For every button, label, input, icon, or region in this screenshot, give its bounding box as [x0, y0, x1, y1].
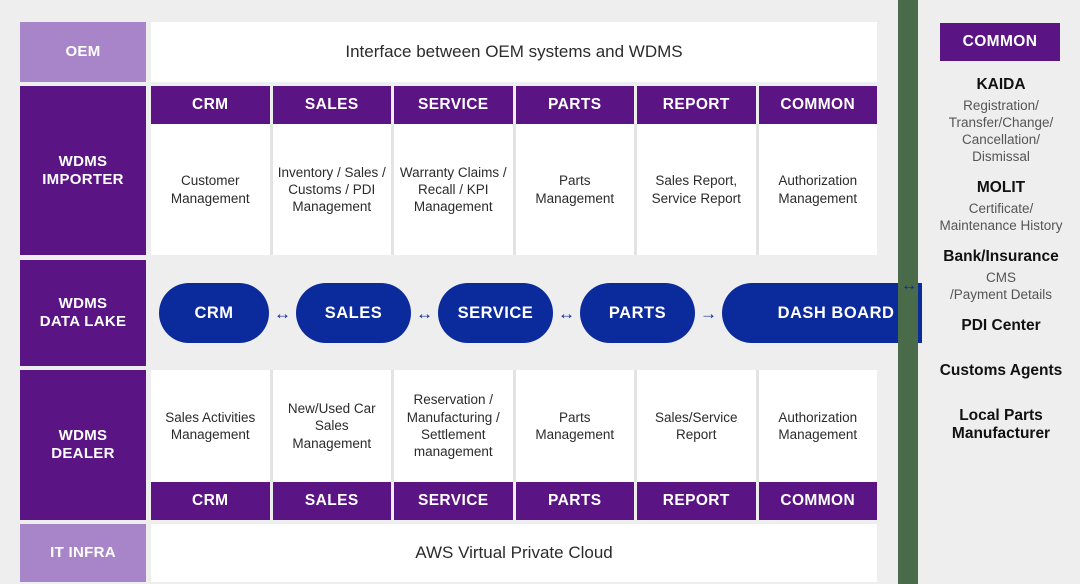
row-wdms-dealer: WDMS DEALER Sales Activities Management …: [20, 370, 877, 520]
cell-separator: [634, 370, 637, 482]
row-it-infra: IT INFRA AWS Virtual Private Cloud: [20, 524, 877, 582]
stakeholder-subtitle: Certificate/Maintenance History: [939, 200, 1063, 233]
column-footer-sales[interactable]: SALES: [272, 482, 391, 520]
column-separator: [391, 482, 394, 520]
stakeholder-subtitle: CMS/Payment Details: [949, 269, 1053, 302]
cell-dealer-service: Reservation / Manufacturing / Settlement…: [394, 370, 513, 482]
column-footer-report[interactable]: REPORT: [637, 482, 756, 520]
importer-cell-strip: Customer Management Inventory / Sales / …: [151, 124, 877, 255]
connector-service-parts: ↔: [558, 303, 575, 323]
cell-dealer-report: Sales/Service Report: [637, 370, 756, 482]
stakeholder-subtitle: Registration/Transfer/Change/Cancellatio…: [948, 97, 1054, 164]
column-separator: [634, 86, 637, 124]
oem-interface-banner: Interface between OEM systems and WDMS: [151, 22, 877, 82]
stakeholder-title: PDI Center: [961, 316, 1041, 334]
row-label-it-infra: IT INFRA: [20, 524, 146, 582]
cell-importer-service: Warranty Claims / Recall / KPI Managemen…: [394, 124, 513, 255]
column-header-crm[interactable]: CRM: [151, 86, 270, 124]
stakeholder-item-molit[interactable]: MOLIT Certificate/Maintenance History: [922, 179, 1080, 234]
importer-header-strip: CRM SALES SERVICE PARTS REPORT COMMON: [151, 86, 877, 124]
dealer-header-strip: CRM SALES SERVICE PARTS REPORT COMMON: [151, 482, 877, 520]
dealer-cell-strip: Sales Activities Management New/Used Car…: [151, 370, 877, 482]
row-label-line2: DEALER: [51, 445, 115, 462]
connector-parts-dashboard: →: [700, 303, 717, 323]
cell-separator: [269, 370, 273, 482]
cell-importer-sales: Inventory / Sales / Customs / PDI Manage…: [272, 124, 391, 255]
importer-column-stack: CRM SALES SERVICE PARTS REPORT COMMON Cu…: [151, 86, 877, 255]
node-sales[interactable]: SALES: [296, 283, 411, 343]
column-header-sales[interactable]: SALES: [272, 86, 391, 124]
column-footer-crm[interactable]: CRM: [151, 482, 270, 520]
cell-separator: [755, 124, 759, 255]
column-header-report[interactable]: REPORT: [637, 86, 756, 124]
cell-separator: [269, 124, 273, 255]
connector-crm-sales: ↔: [274, 303, 291, 323]
column-separator: [755, 86, 759, 124]
stakeholder-item-customs-agents[interactable]: Customs Agents: [922, 362, 1080, 381]
cell-separator: [391, 124, 394, 255]
row-wdms-importer: WDMS IMPORTER CRM SALES SERVICE PARTS RE…: [20, 86, 877, 255]
row-label-line2: DATA LAKE: [39, 313, 127, 330]
connector-datalake-external: ↔: [901, 277, 917, 294]
node-parts[interactable]: PARTS: [580, 283, 695, 343]
architecture-matrix: OEM Interface between OEM systems and WD…: [20, 22, 956, 582]
node-service[interactable]: SERVICE: [438, 283, 553, 343]
cell-separator: [634, 124, 637, 255]
row-label-wdms-data-lake: WDMS DATA LAKE: [20, 260, 146, 366]
column-separator: [755, 482, 759, 520]
row-label-line1: WDMS: [58, 152, 108, 170]
column-separator: [512, 482, 516, 520]
column-footer-parts[interactable]: PARTS: [515, 482, 634, 520]
column-footer-common[interactable]: COMMON: [758, 482, 877, 520]
sidebar-common-button[interactable]: COMMON: [940, 23, 1060, 61]
cell-dealer-crm: Sales Activities Management: [151, 370, 270, 482]
row-label-line2: IMPORTER: [42, 170, 124, 188]
column-header-service[interactable]: SERVICE: [394, 86, 513, 124]
stakeholder-title: Bank/Insurance: [943, 247, 1059, 265]
cell-importer-crm: Customer Management: [151, 124, 270, 255]
stakeholder-item-pdi-center[interactable]: PDI Center: [922, 317, 1080, 336]
cell-separator: [391, 370, 394, 482]
row-label-line1: WDMS: [58, 427, 108, 445]
cell-separator: [512, 124, 516, 255]
data-lake-flow: CRM ↔ SALES ↔ SERVICE ↔ PARTS → DASH BOA…: [151, 260, 956, 366]
column-separator: [269, 482, 273, 520]
column-header-common[interactable]: COMMON: [758, 86, 877, 124]
it-infra-banner: AWS Virtual Private Cloud: [151, 524, 877, 582]
column-separator: [269, 86, 273, 124]
node-crm[interactable]: CRM: [159, 283, 269, 343]
column-footer-service[interactable]: SERVICE: [394, 482, 513, 520]
stakeholder-list: KAIDA Registration/Transfer/Change/Cance…: [922, 76, 1080, 458]
row-oem: OEM Interface between OEM systems and WD…: [20, 22, 877, 82]
stakeholder-item-kaida[interactable]: KAIDA Registration/Transfer/Change/Cance…: [922, 76, 1080, 165]
stakeholder-title: KAIDA: [976, 76, 1026, 93]
connector-sales-service: ↔: [416, 303, 433, 323]
stakeholder-item-bank-insurance[interactable]: Bank/Insurance CMS/Payment Details: [922, 248, 1080, 303]
dealer-column-stack: Sales Activities Management New/Used Car…: [151, 370, 877, 520]
cell-importer-parts: Parts Management: [515, 124, 634, 255]
row-label-line1: WDMS: [58, 295, 108, 313]
cell-importer-common: Authorization Management: [758, 124, 877, 255]
column-header-parts[interactable]: PARTS: [515, 86, 634, 124]
row-label-wdms-dealer: WDMS DEALER: [20, 370, 146, 520]
row-label-wdms-importer: WDMS IMPORTER: [20, 86, 146, 255]
cell-separator: [512, 370, 516, 482]
stakeholder-title: Customs Agents: [939, 361, 1063, 379]
column-separator: [634, 482, 637, 520]
cell-dealer-parts: Parts Management: [515, 370, 634, 482]
cell-importer-report: Sales Report, Service Report: [637, 124, 756, 255]
stakeholder-title: MOLIT: [976, 178, 1026, 196]
row-wdms-data-lake: WDMS DATA LAKE CRM ↔ SALES ↔ SERVICE ↔ P…: [20, 260, 956, 366]
row-label-oem: OEM: [20, 22, 146, 82]
column-separator: [512, 86, 516, 124]
cell-separator: [755, 370, 759, 482]
external-stakeholders-panel: COMMON KAIDA Registration/Transfer/Chang…: [922, 0, 1080, 584]
cell-dealer-common: Authorization Management: [758, 370, 877, 482]
column-separator: [391, 86, 394, 124]
green-divider-bar: [898, 0, 918, 584]
cell-dealer-sales: New/Used Car Sales Management: [272, 370, 391, 482]
